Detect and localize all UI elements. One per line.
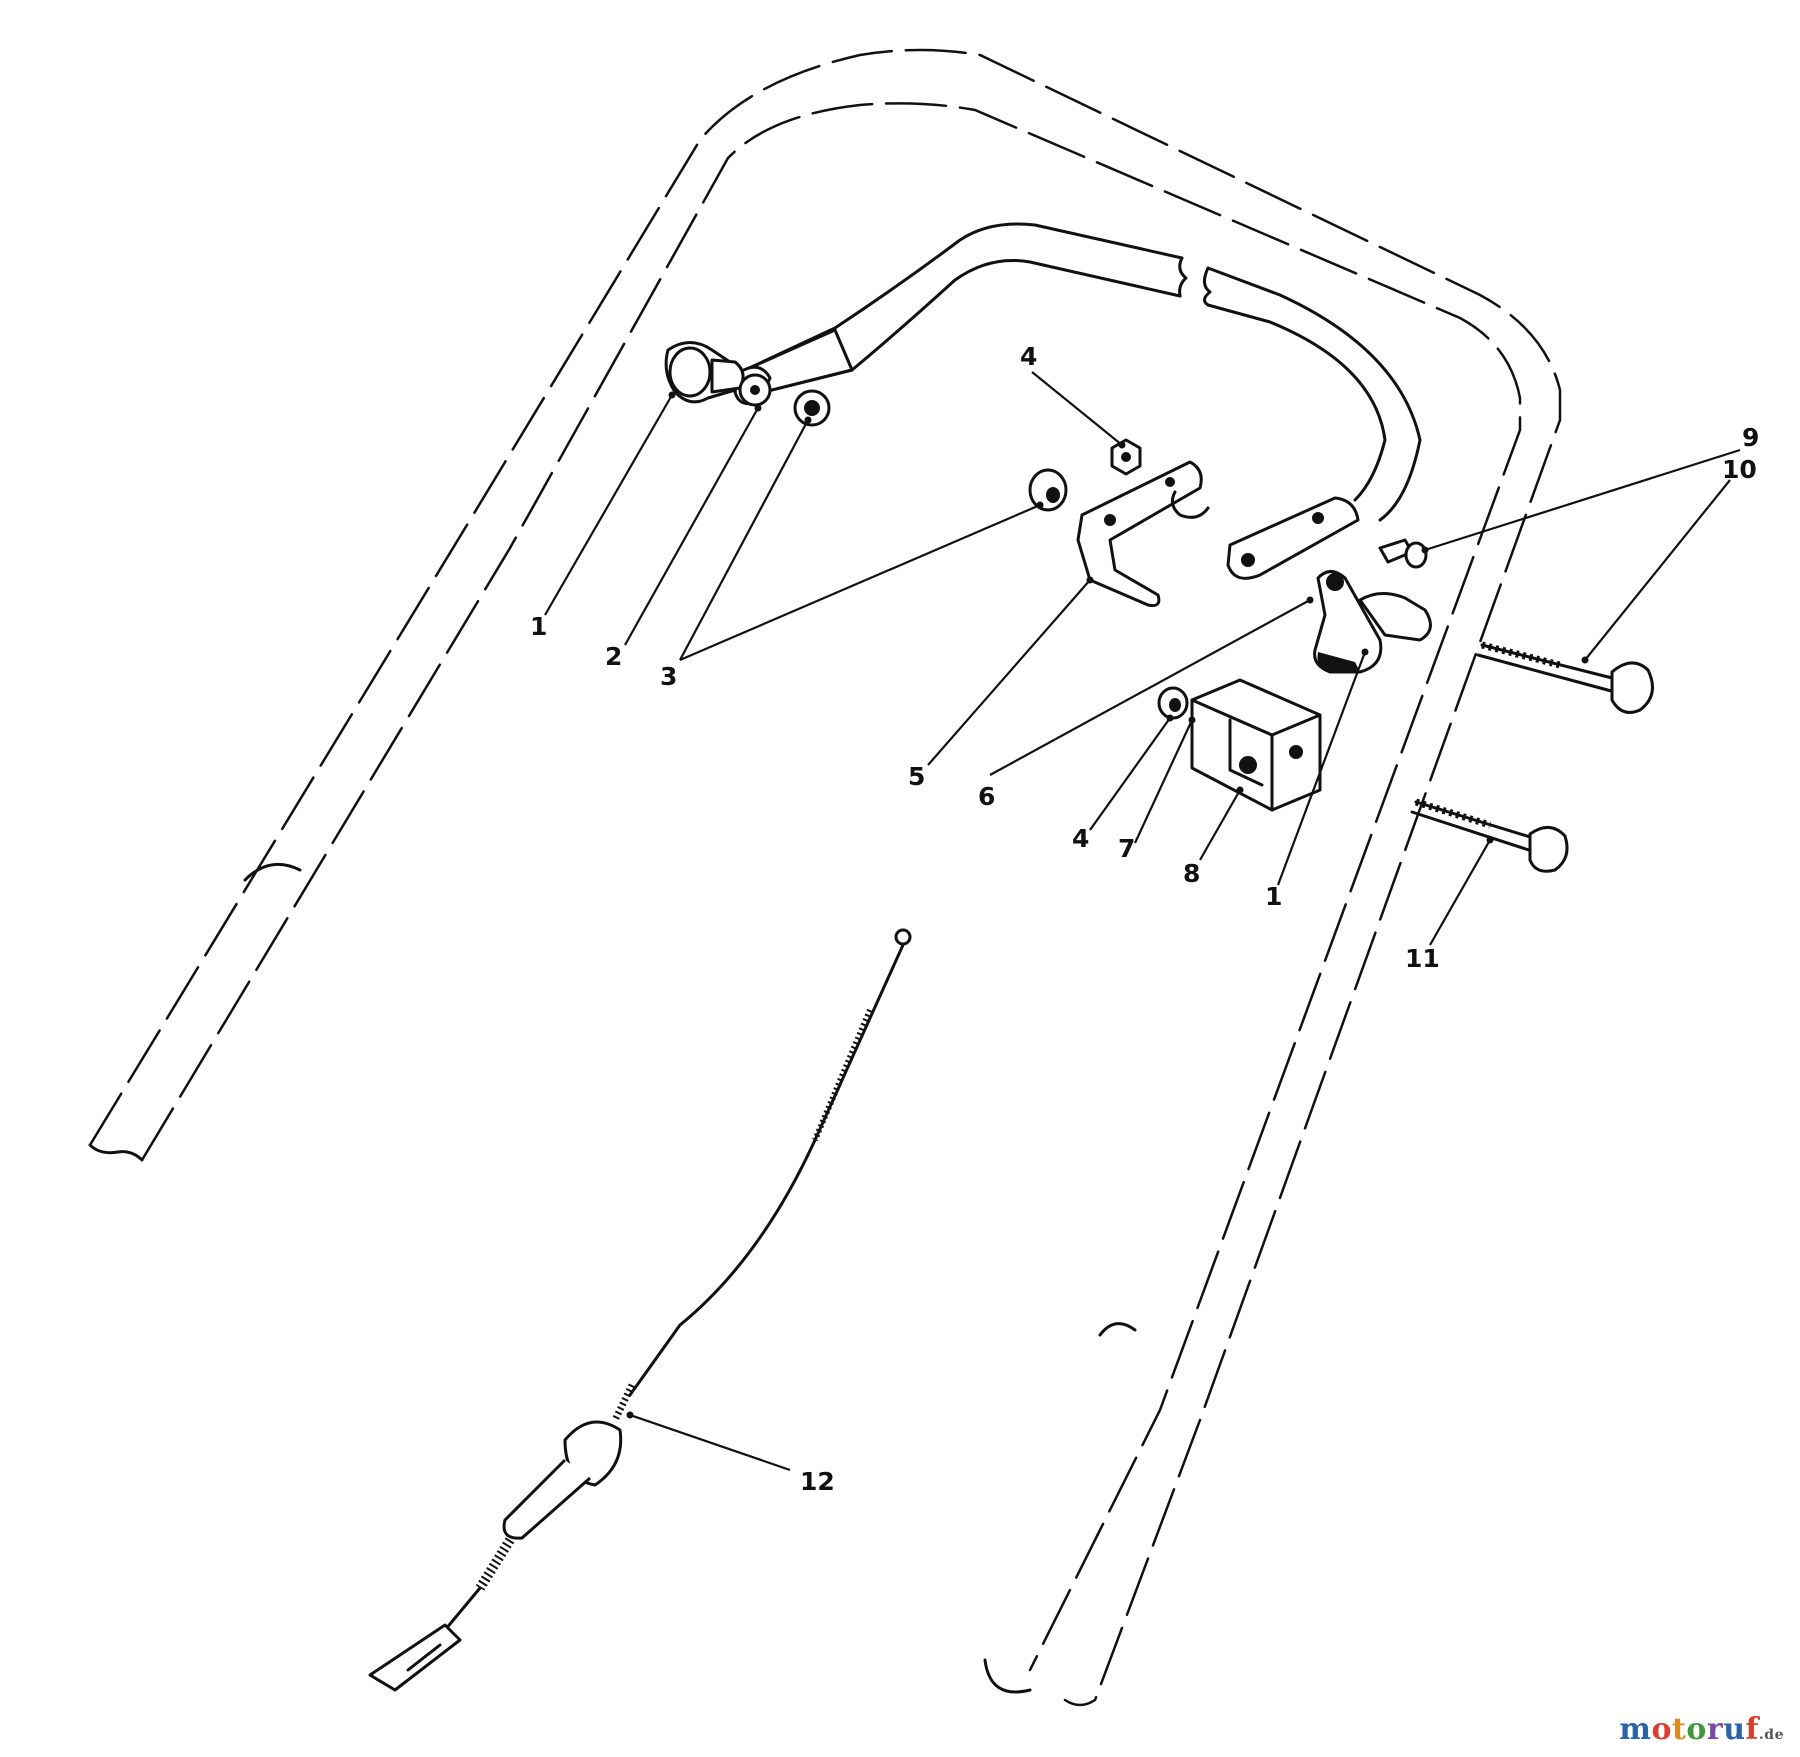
part-1-pivot-left xyxy=(664,341,745,404)
callout-5: 5 xyxy=(908,762,925,791)
part-3-nut-mid xyxy=(1028,468,1068,512)
callout-2: 2 xyxy=(605,642,622,671)
callout-9: 9 xyxy=(1742,423,1759,452)
control-bail xyxy=(733,222,1422,580)
leader-lines xyxy=(544,371,1741,1472)
part-6-cam xyxy=(1313,570,1432,674)
callout-1-upper: 1 xyxy=(530,612,547,641)
motoruf-watermark-logo: motoruf.de xyxy=(1619,1712,1784,1747)
part-5-bracket xyxy=(1076,460,1210,607)
callout-12: 12 xyxy=(800,1467,835,1496)
part-10-bolt xyxy=(1476,641,1654,714)
callout-11: 11 xyxy=(1405,944,1440,973)
part-4-nut-lower xyxy=(1157,686,1189,720)
callout-4-lower: 4 xyxy=(1072,824,1089,853)
callout-labels: 1 2 3 4 5 6 4 7 8 1 9 10 11 12 xyxy=(530,342,1759,1496)
part-9-screw xyxy=(1378,538,1428,569)
part-4-nut-top xyxy=(1110,438,1142,476)
callout-6: 6 xyxy=(978,782,995,811)
outer-handle xyxy=(88,48,1562,1707)
callout-10: 10 xyxy=(1722,455,1757,484)
callout-4-upper: 4 xyxy=(1020,342,1037,371)
part-2-washer xyxy=(738,373,772,407)
part-11-bolt xyxy=(1410,798,1569,873)
callout-8: 8 xyxy=(1183,859,1200,888)
callout-7: 7 xyxy=(1118,834,1135,863)
part-8-block xyxy=(1190,678,1322,812)
part-3-nut-left xyxy=(793,389,831,427)
callout-1-lower: 1 xyxy=(1265,882,1282,911)
part-12-cable xyxy=(368,928,912,1692)
callout-3: 3 xyxy=(660,662,677,691)
